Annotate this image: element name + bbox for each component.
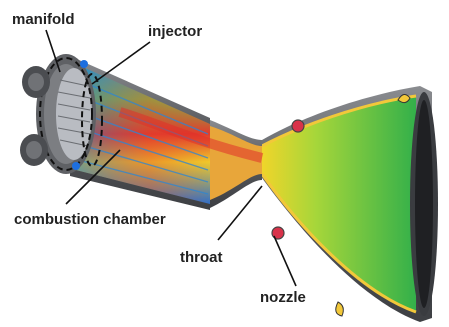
injector-label: injector — [148, 23, 202, 40]
throat-label: throat — [180, 249, 223, 266]
combustion-chamber-label: combustion chamber — [14, 211, 166, 228]
injector-leader — [92, 42, 150, 84]
nozzle-label: nozzle — [260, 289, 306, 306]
manifold-label: manifold — [12, 11, 75, 28]
nozzle-leader — [274, 236, 296, 286]
